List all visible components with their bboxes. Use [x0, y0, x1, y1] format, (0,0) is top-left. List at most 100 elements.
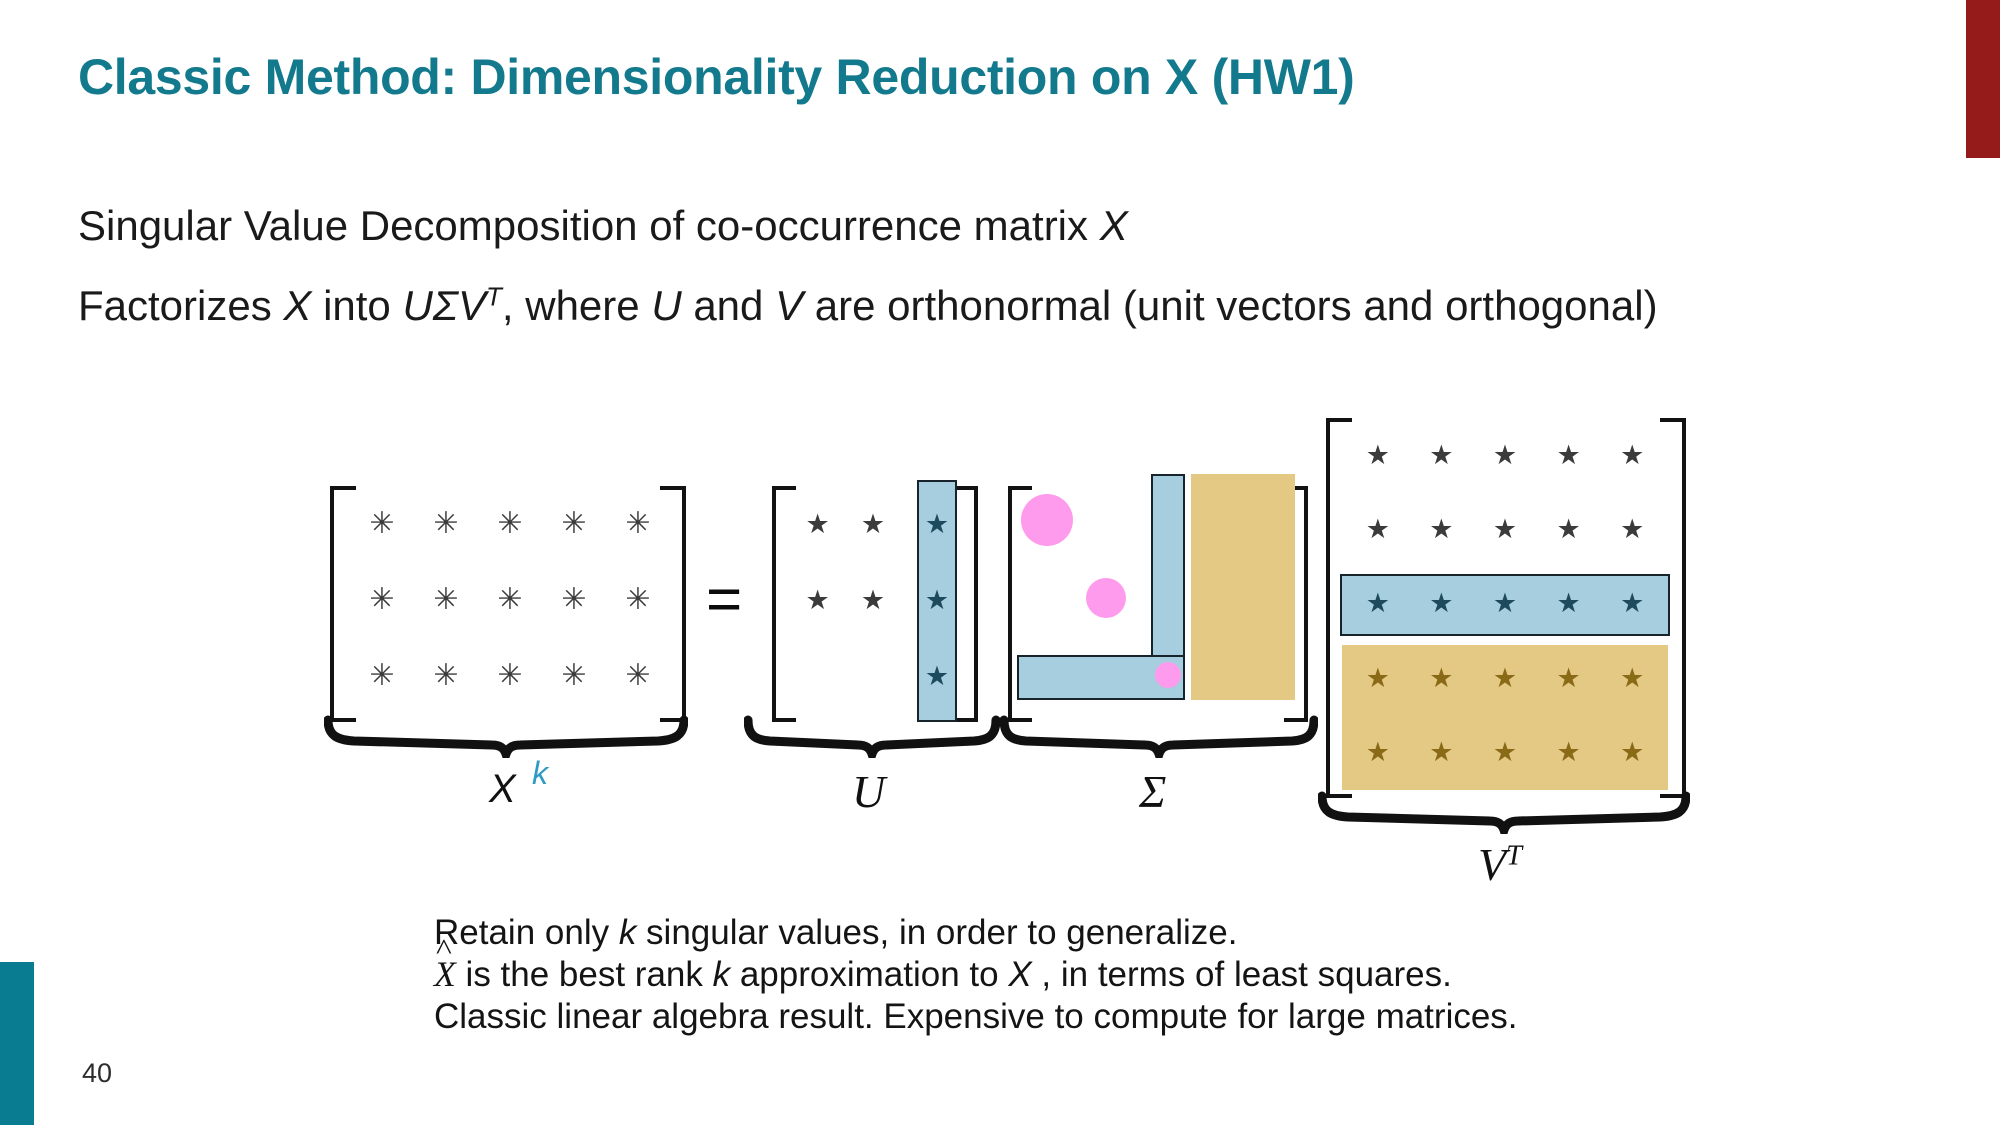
matrix-cell: ★: [1492, 737, 1518, 769]
matrix-cell: ★: [916, 508, 941, 540]
matrix-cell: ✳: [369, 506, 395, 541]
matrix-cell: ✳: [497, 658, 523, 693]
matrix-cell: ★: [924, 508, 950, 540]
matrix-cell: ★: [1492, 439, 1518, 471]
matrix-cell: ★: [1429, 439, 1454, 471]
body-line-2: Factorizes X into UΣVT, where U and V ar…: [78, 280, 1658, 333]
matrix-cell: ★: [1556, 662, 1581, 694]
matrix-cell: ★: [1556, 588, 1581, 620]
matrix-x-label-superscript-k: k: [532, 755, 548, 791]
matrix-sigma-singular-value-2: [1086, 578, 1126, 618]
matrix-cell: ★: [1429, 514, 1454, 546]
matrix-vt-gold-rows: [1342, 645, 1668, 790]
notes-line-2-x-hat: X: [434, 953, 456, 995]
matrix-cell: ✳: [369, 582, 395, 617]
body-line-2-var-x: X: [283, 282, 312, 329]
decorative-bar-top-right: [1966, 0, 2000, 158]
matrix-cell: ★: [1556, 737, 1581, 769]
notes-line-1-b: singular values, in order to generalize.: [636, 913, 1238, 952]
matrix-cell: ★: [924, 584, 950, 616]
matrix-cell: ★: [1365, 514, 1390, 546]
matrix-u-label: U: [852, 766, 886, 817]
body-line-2-var-v: V: [775, 282, 804, 329]
matrix-cell: ✳: [625, 506, 651, 541]
body-line-2-usv: UΣV: [402, 282, 486, 329]
matrix-vt-highlight-row: [1340, 574, 1670, 636]
matrix-cell: ★: [1429, 662, 1454, 694]
body-line-2-part-b: into: [311, 282, 403, 329]
matrix-cell: ★: [1620, 737, 1645, 769]
matrix-cell: ✳: [561, 506, 587, 541]
matrix-x-brace: [324, 715, 688, 758]
matrix-x-bracket-left: [330, 486, 356, 722]
matrix-sigma-brace: [1000, 715, 1318, 758]
body-line-2-var-u: U: [651, 282, 682, 329]
page-title: Classic Method: Dimensionality Reduction…: [78, 49, 1355, 105]
matrix-cell: ★: [1365, 439, 1390, 471]
matrix-vt-bracket-right: [1660, 418, 1686, 798]
notes-line-2-k: k: [712, 955, 731, 995]
matrix-vt-label: VT: [1478, 838, 1522, 891]
body-line-1-var-x: X: [1099, 202, 1128, 249]
matrix-cell: ★: [860, 584, 886, 616]
matrix-u-highlight-column: [917, 480, 957, 722]
matrix-u-bracket-left: [772, 486, 796, 722]
matrix-cell: ★: [805, 508, 830, 540]
matrix-u-cells: ★★★★★★: [790, 486, 956, 714]
matrix-sigma-gold-overlay: [1191, 474, 1295, 700]
matrix-sigma-label: Σ: [1139, 766, 1167, 817]
notes-line-1: Retain only k singular values, in order …: [434, 912, 1518, 953]
matrix-cell: ★: [1429, 737, 1454, 769]
matrix-u-bracket-right: [954, 486, 978, 722]
body-line-1: Singular Value Decomposition of co-occur…: [78, 200, 1128, 253]
matrix-cell: ✳: [561, 582, 587, 617]
matrix-cell: ★: [860, 508, 886, 540]
notes-line-2-a: is the best rank: [455, 955, 713, 995]
matrix-cell: ✳: [497, 582, 523, 617]
matrix-cell: ✳: [561, 658, 587, 693]
matrix-x-label: X: [489, 767, 516, 811]
notes-line-2: X is the best rank k approximation to X …: [434, 953, 1518, 995]
matrix-cell: ✳: [625, 582, 651, 617]
matrix-sigma-highlight-column: [1151, 474, 1185, 700]
matrix-vt-cells: ★★★★★★★★★★★★★★★★★★★★★★★★★: [1346, 418, 1664, 790]
matrix-cell: ★: [805, 584, 830, 616]
matrix-vt-brace: [1318, 791, 1690, 834]
matrix-cell: ✳: [433, 582, 459, 617]
matrix-cell: ★: [1556, 439, 1581, 471]
matrix-sigma-bracket-right: [1284, 486, 1308, 722]
matrix-cell: ✳: [433, 658, 459, 693]
body-line-2-part-e: are orthonormal (unit vectors and orthog…: [803, 282, 1658, 329]
matrix-vt-label-superscript-t: T: [1506, 840, 1522, 872]
matrix-cell: ★: [1365, 588, 1390, 620]
matrix-sigma-singular-value-3: [1155, 662, 1181, 688]
decorative-bar-bottom-left: [0, 962, 34, 1125]
matrix-cell: ★: [924, 660, 950, 692]
body-line-1-text: Singular Value Decomposition of co-occur…: [78, 202, 1100, 249]
matrix-vt-bracket-left: [1326, 418, 1352, 798]
matrix-x-bracket-right: [660, 486, 686, 722]
matrix-cell: ★: [1365, 662, 1390, 694]
page-number: 40: [82, 1058, 113, 1088]
notes-block: Retain only k singular values, in order …: [434, 912, 1518, 1037]
body-line-2-part-a: Factorizes: [78, 282, 284, 329]
matrix-cell: ✳: [369, 658, 395, 693]
matrix-cell: ★: [1620, 439, 1645, 471]
matrix-cell: ✳: [625, 658, 651, 693]
body-line-2-transpose: T: [486, 281, 502, 312]
matrix-vt-label-v: V: [1478, 839, 1507, 890]
matrix-sigma-bracket-left: [1008, 486, 1032, 722]
matrix-sigma-singular-value-1: [1021, 494, 1073, 546]
notes-line-1-k: k: [618, 913, 637, 952]
matrix-u-brace: [744, 715, 1000, 758]
matrix-cell: ★: [1556, 514, 1581, 546]
matrix-sigma-highlight-row: [1017, 655, 1185, 700]
notes-line-2-b: approximation to: [730, 955, 1009, 995]
notes-line-1-a: Retain only: [434, 913, 619, 952]
notes-line-3: Classic linear algebra result. Expensive…: [434, 996, 1518, 1036]
matrix-cell: ★: [916, 584, 941, 616]
matrix-x-cells: ✳✳✳✳✳✳✳✳✳✳✳✳✳✳✳: [350, 486, 670, 714]
notes-line-2-x: X: [1008, 955, 1032, 995]
matrix-cell: ★: [1365, 737, 1390, 769]
